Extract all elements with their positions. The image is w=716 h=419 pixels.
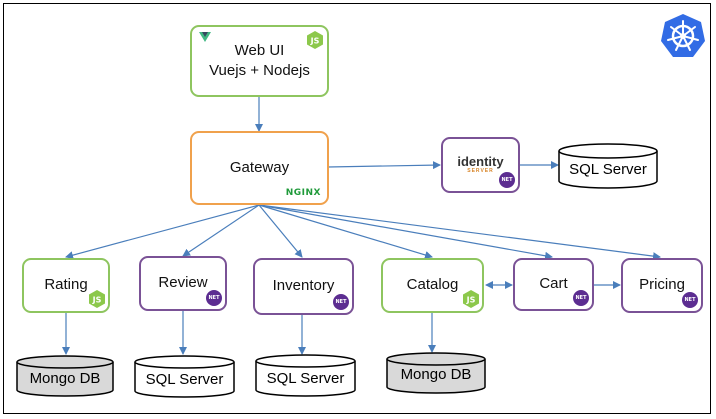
- service-catalog: Catalog JS: [381, 258, 484, 313]
- webui-box: Web UI Vuejs + Nodejs JS: [190, 25, 329, 97]
- inventory-sqlserver-db: SQL Server: [255, 354, 356, 397]
- gateway-label: Gateway: [229, 158, 290, 176]
- arrow-gateway-pricing: [258, 204, 661, 261]
- service-label: Inventory: [272, 277, 335, 295]
- arrow-gateway-cart: [258, 204, 553, 260]
- service-cart: Cart NET: [513, 258, 594, 311]
- dotnet-icon: NET: [682, 292, 698, 308]
- database-cylinder-icon: [16, 355, 114, 397]
- service-label: Rating: [44, 276, 88, 294]
- service-review: Review NET: [139, 256, 227, 311]
- identity-sqlserver-db: SQL Server: [558, 143, 658, 189]
- service-label: Pricing: [639, 276, 685, 294]
- svg-text:JS: JS: [310, 37, 320, 46]
- dotnet-icon: NET: [573, 290, 589, 306]
- db-label: SQL Server: [145, 371, 224, 388]
- service-label: Cart: [539, 275, 568, 293]
- nodejs-icon: JS: [89, 290, 105, 308]
- service-label: Review: [158, 274, 208, 292]
- service-rating: Rating JS: [22, 258, 110, 313]
- nodejs-icon: JS: [463, 290, 479, 308]
- svg-text:JS: JS: [92, 296, 102, 305]
- db-label: Mongo DB: [400, 366, 472, 383]
- diagram-frame: [3, 3, 711, 414]
- database-cylinder-icon: [386, 352, 486, 394]
- arrow-gateway-identity: [327, 161, 441, 170]
- database-cylinder-icon: [134, 355, 235, 398]
- arrow-gateway-review: [182, 204, 260, 257]
- db-label: SQL Server: [266, 370, 345, 387]
- svg-text:JS: JS: [466, 296, 476, 305]
- dotnet-icon: NET: [333, 294, 349, 310]
- dotnet-icon: NET: [499, 172, 515, 188]
- vue-icon: [199, 32, 211, 42]
- database-cylinder-icon: [255, 354, 356, 397]
- gateway-box: Gateway NGINX: [190, 131, 329, 205]
- rating-mongodb: Mongo DB: [16, 355, 114, 397]
- identity-box: identity SERVER NET: [441, 137, 520, 193]
- identity-word: identity: [457, 154, 504, 170]
- catalog-mongodb: Mongo DB: [386, 352, 486, 394]
- arrow-gateway-inventory: [258, 204, 303, 258]
- database-cylinder-icon: [558, 143, 658, 189]
- db-label: Mongo DB: [29, 370, 101, 387]
- dotnet-icon: NET: [206, 290, 222, 306]
- identity-sub: SERVER: [467, 168, 494, 175]
- nodejs-icon: JS: [307, 31, 323, 49]
- webui-label: Web UI Vuejs + Nodejs: [209, 41, 310, 79]
- arrow-gateway-catalog: [258, 204, 433, 259]
- kubernetes-icon: [661, 14, 705, 57]
- service-label: Catalog: [406, 276, 459, 294]
- service-inventory: Inventory NET: [253, 258, 354, 315]
- review-sqlserver-db: SQL Server: [134, 355, 235, 398]
- service-pricing: Pricing NET: [621, 258, 703, 313]
- arrow-gateway-rating: [65, 204, 260, 260]
- identity-server-logo: identity SERVER: [457, 155, 503, 175]
- nginx-logo: NGINX: [285, 187, 321, 198]
- db-label: SQL Server: [569, 161, 647, 178]
